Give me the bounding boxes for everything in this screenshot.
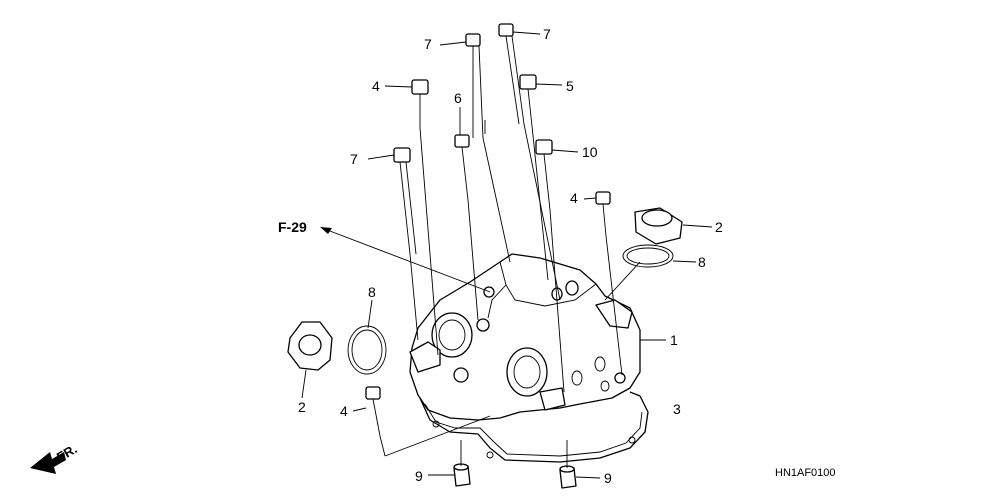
diagram-code: HN1AF0100 [775,467,836,479]
leader-lines [301,31,713,479]
reference-label: F-29 [278,219,307,235]
callout-4-upper: 4 [372,78,380,94]
bolt-5 [519,74,537,127]
dowel-9-right [559,465,577,489]
cap-2-left [287,321,333,371]
callout-9-left: 9 [415,468,423,484]
bolt-4-upper [411,79,429,128]
callout-10: 10 [582,144,598,160]
callout-6: 6 [454,90,462,106]
callout-3: 3 [673,401,681,417]
bolt-4-right [595,191,611,237]
callout-1: 1 [670,332,678,348]
callout-7-top-left: 7 [424,36,432,52]
callout-4-right: 4 [570,190,578,206]
bolt-4-lower [365,386,381,437]
bolt-6 [454,134,470,201]
callout-8-right: 8 [698,254,706,270]
bolt-7-left [393,147,417,255]
oring-8-right [622,244,674,268]
callout-2-left: 2 [298,399,306,415]
bolt-7-top-right [498,23,525,125]
callout-7-top-right: 7 [543,26,551,42]
callout-4-lower: 4 [340,403,348,419]
cover-gasket [419,391,649,463]
callouts: 7 7 4 5 6 7 10 4 2 8 1 8 2 4 3 9 9 F-29 … [278,26,836,486]
front-arrow: FR. [30,441,80,474]
callout-5: 5 [566,78,574,94]
dowel-9-left [453,463,471,487]
callout-2-right: 2 [715,219,723,235]
cylinder-head-cover [409,253,641,421]
callout-9-right: 9 [604,470,612,486]
bolt-10 [535,139,553,211]
callout-8-left: 8 [368,284,376,300]
callout-7-left: 7 [350,151,358,167]
oring-8-left [347,325,387,375]
cap-2-right [634,207,683,245]
bolt-7-top-left [465,33,486,139]
